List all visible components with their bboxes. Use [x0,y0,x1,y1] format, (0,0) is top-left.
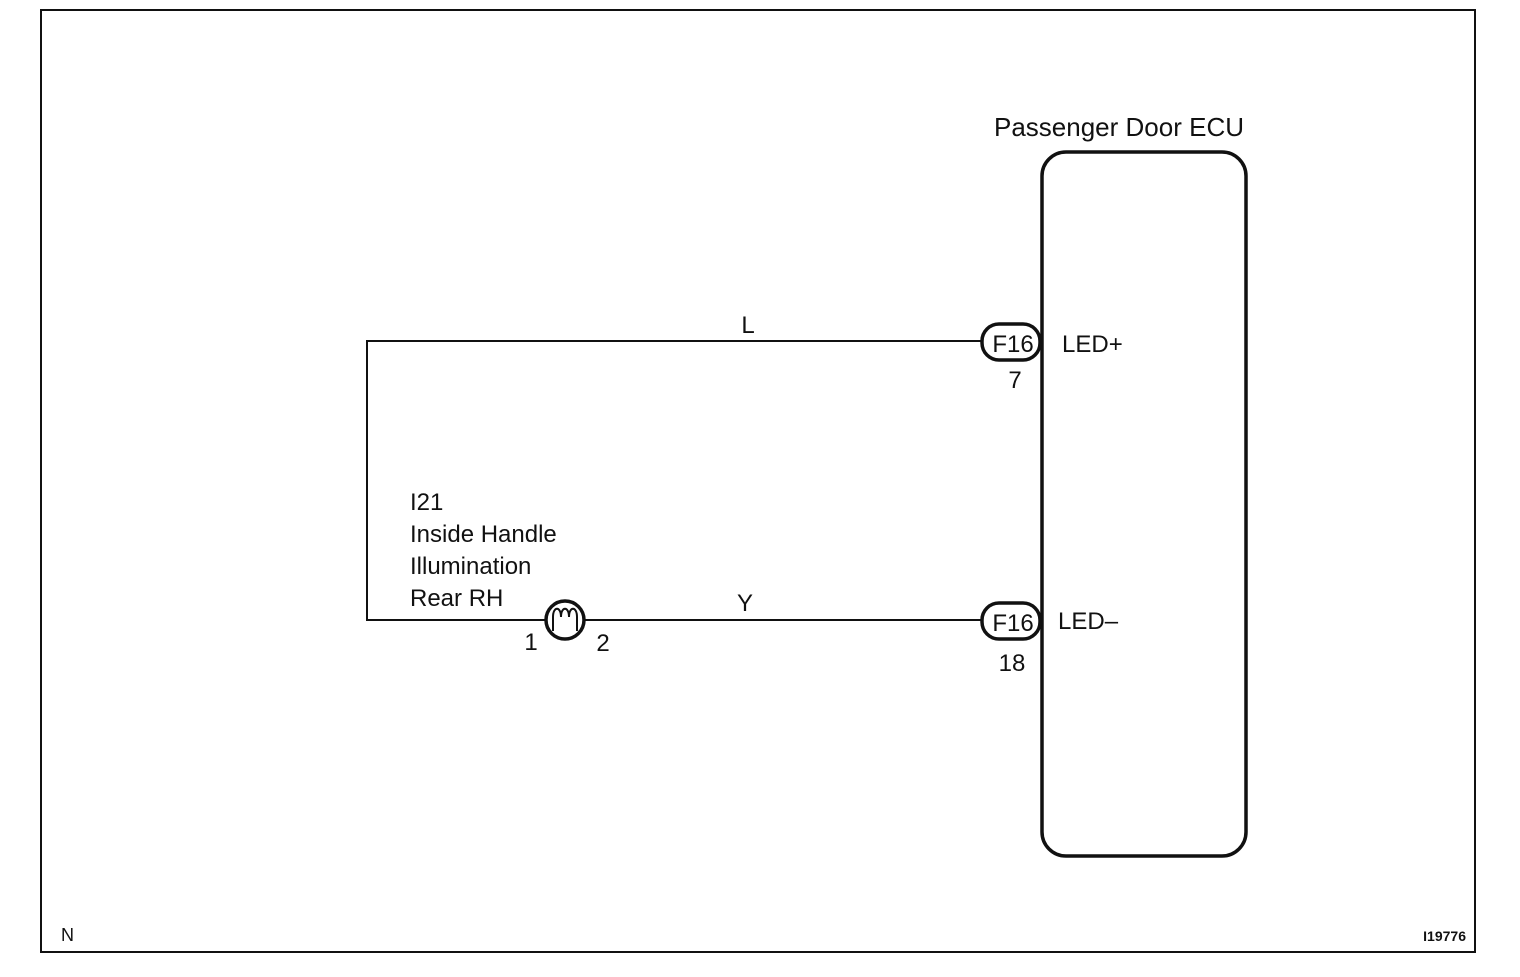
corner-mark-n: N [61,925,74,945]
component-name-line2: Illumination [410,553,531,580]
diagram-frame [40,9,1476,953]
wire-y-color-label: Y [737,590,753,617]
wire-l-color-label: L [741,312,754,339]
wire-l [366,340,983,621]
component-pin-left: 1 [524,629,537,656]
figure-id: I19776 [1423,928,1466,944]
connector-pin-number: 18 [999,650,1026,677]
connector-f16-top: F16 7 [980,322,1042,394]
ecu-pin-led-minus: LED– [1058,608,1119,635]
connector-body [980,322,1042,362]
connector-body [980,601,1042,641]
component-name-line1: Inside Handle [410,521,557,548]
ecu-pin-led-plus: LED+ [1062,331,1123,358]
connector-f16-bottom: F16 18 [980,601,1042,677]
ecu-box [1040,150,1248,858]
connector-name: F16 [992,331,1033,358]
bulb-icon [544,599,586,641]
connector-name: F16 [992,610,1033,637]
component-code: I21 [410,489,443,516]
component-pin-right: 2 [596,630,609,657]
component-label: I21 Inside Handle Illumination Rear RH [410,489,557,612]
ecu-title: Passenger Door ECU [994,112,1244,142]
component-name-line3: Rear RH [410,585,503,612]
connector-pin-number: 7 [1008,367,1021,394]
